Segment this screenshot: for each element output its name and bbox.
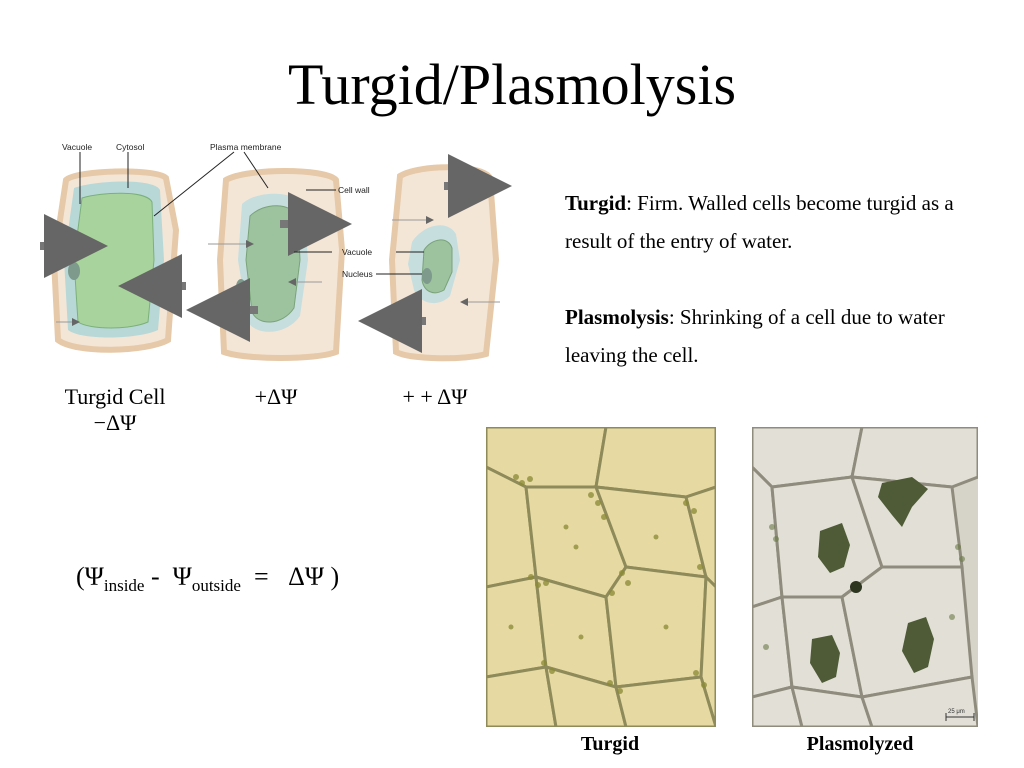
label-plasma-membrane: Plasma membrane (210, 142, 282, 152)
eq-psi-outside: Ψ (172, 562, 192, 591)
middle-cell-label: +ΔΨ (254, 384, 298, 409)
turgid-cell-label-line1: Turgid Cell (64, 384, 166, 409)
label-vacuole-top: Vacuole (62, 142, 92, 152)
cell-diagram: Vacuole Cytosol Plasma membrane Cell wal… (40, 142, 512, 362)
turgid-micrograph (486, 427, 716, 727)
eq-delta-psi: ΔΨ (288, 562, 325, 591)
eq-minus: - (144, 562, 167, 591)
eq-close-paren: ) (324, 562, 340, 591)
turgid-caption: Turgid (580, 733, 640, 755)
plasmolysis-text: : Shrinking of a cell due to water leavi… (565, 305, 945, 367)
turgid-cell-drawing (40, 168, 186, 353)
plasmolyzed-micrograph: 25 μm (752, 427, 978, 727)
turgid-definition: Turgid: Firm. Walled cells become turgid… (565, 184, 985, 260)
turgid-text: : Firm. Walled cells become turgid as a … (565, 191, 954, 253)
eq-psi-inside: Ψ (84, 562, 104, 591)
slide-title: Turgid/Plasmolysis (287, 52, 737, 117)
middle-cell-drawing (186, 168, 352, 361)
eq-equals: = (247, 562, 276, 591)
plasmolysis-term: Plasmolysis (565, 305, 669, 329)
water-potential-equation: (Ψinside - Ψoutside = ΔΨ ) (76, 560, 339, 603)
label-vacuole-mid: Vacuole (342, 247, 372, 257)
label-cell-wall: Cell wall (338, 185, 370, 195)
right-cell-label: + + ΔΨ (402, 384, 468, 409)
plasmolyzed-cell-drawing (358, 154, 512, 362)
turgid-term: Turgid (565, 191, 627, 215)
turgid-cell-label: Turgid Cell −ΔΨ (50, 384, 180, 436)
plasmolysis-definition: Plasmolysis: Shrinking of a cell due to … (565, 298, 985, 374)
definitions: Turgid: Firm. Walled cells become turgid… (565, 184, 985, 374)
label-cytosol: Cytosol (116, 142, 144, 152)
turgid-cell-label-line2: −ΔΨ (93, 410, 137, 435)
eq-open-paren: ( (76, 562, 85, 591)
eq-sub-outside: outside (191, 576, 241, 595)
label-nucleus: Nucleus (342, 269, 373, 279)
scale-bar-label: 25 μm (948, 709, 965, 715)
eq-sub-inside: inside (103, 576, 145, 595)
plasmolyzed-caption: Plasmolyzed (806, 733, 914, 755)
